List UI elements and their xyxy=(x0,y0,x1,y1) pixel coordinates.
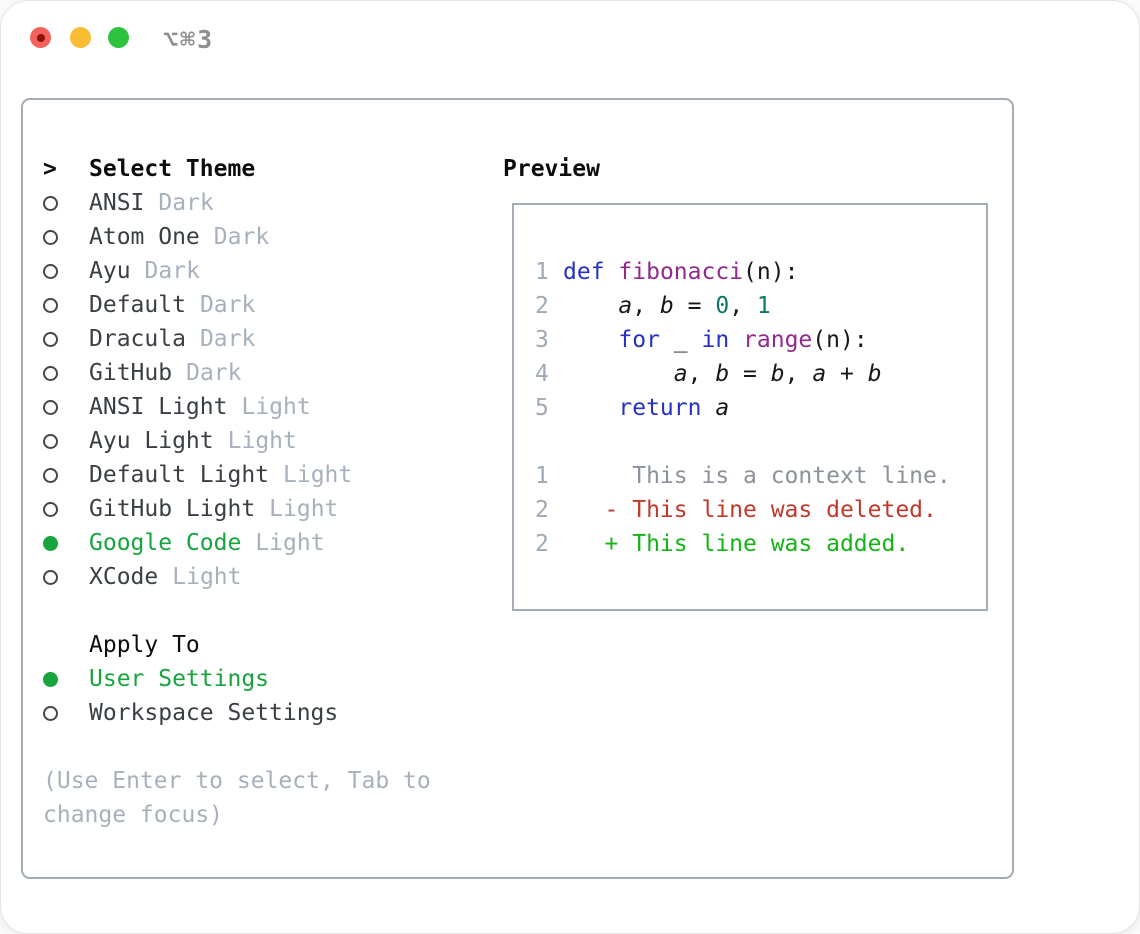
code-line: 2 - This line was deleted. xyxy=(535,497,937,523)
theme-option-ayu-dark[interactable]: Ayu Dark xyxy=(43,254,493,288)
theme-option-xcode[interactable]: XCode Light xyxy=(43,560,493,594)
line-number: 2 xyxy=(535,531,549,557)
radio-circle-icon xyxy=(43,263,58,279)
code-line: 1 This is a context line. xyxy=(535,463,951,489)
theme-option-github-light[interactable]: GitHub Light Light xyxy=(43,492,493,526)
radio-circle-icon xyxy=(43,297,58,313)
radio-circle-icon xyxy=(43,229,58,245)
apply-to-title: Apply To xyxy=(89,632,200,658)
minimize-button[interactable] xyxy=(70,27,91,48)
spacer xyxy=(43,594,493,628)
theme-option-ansi-dark[interactable]: ANSI Dark xyxy=(43,186,493,220)
line-number: 5 xyxy=(535,395,549,421)
code-line: 2 + This line was added. xyxy=(535,531,910,557)
zoom-button[interactable] xyxy=(108,27,129,48)
radio-circle-icon xyxy=(43,195,58,211)
theme-option-atom-one-dark[interactable]: Atom One Dark xyxy=(43,220,493,254)
line-number: 1 xyxy=(535,463,549,489)
preview-title: Preview xyxy=(503,156,600,182)
radio-circle-icon xyxy=(43,569,58,585)
theme-option-dracula-dark[interactable]: Dracula Dark xyxy=(43,322,493,356)
theme-option-default-dark[interactable]: Default Dark xyxy=(43,288,493,322)
line-number: 2 xyxy=(535,293,549,319)
code-line: 2 a, b = 0, 1 xyxy=(535,293,771,319)
select-theme-title: Select Theme xyxy=(89,156,256,182)
code-line: 3 for _ in range(n): xyxy=(535,327,868,353)
theme-option-ayu-light[interactable]: Ayu Light Light xyxy=(43,424,493,458)
line-number: 3 xyxy=(535,327,549,353)
close-button[interactable] xyxy=(30,27,51,48)
help-text-line-1: (Use Enter to select, Tab to xyxy=(43,768,431,794)
code-line xyxy=(535,425,986,459)
radio-circle-icon xyxy=(43,705,58,721)
radio-circle-icon xyxy=(43,501,58,517)
apply-option-workspace-settings[interactable]: Workspace Settings xyxy=(43,696,493,730)
titlebar: ⌥⌘3 xyxy=(1,1,1139,76)
radio-circle-icon xyxy=(43,535,58,551)
theme-option-github-dark[interactable]: GitHub Dark xyxy=(43,356,493,390)
select-theme-header: > Select Theme xyxy=(43,152,493,186)
radio-circle-icon xyxy=(43,399,58,415)
radio-circle-icon xyxy=(43,671,58,687)
radio-circle-icon xyxy=(43,467,58,483)
line-number: 2 xyxy=(535,497,549,523)
keyboard-shortcut-label: ⌥⌘3 xyxy=(163,25,215,54)
radio-circle-icon xyxy=(43,365,58,381)
help-text-line-2: change focus) xyxy=(43,802,224,828)
apply-option-user-settings[interactable]: User Settings xyxy=(43,662,493,696)
line-number: 4 xyxy=(535,361,549,387)
radio-circle-icon xyxy=(43,331,58,347)
cursor-icon: > xyxy=(43,156,57,182)
line-number: 1 xyxy=(535,259,549,285)
code-line: 5 return a xyxy=(535,395,730,421)
radio-circle-icon xyxy=(43,433,58,449)
code-line: 4 a, b = b, a + b xyxy=(535,361,882,387)
theme-list: > Select Theme ANSI Dark Atom One Dark A… xyxy=(43,152,493,832)
theme-option-ansi-light[interactable]: ANSI Light Light xyxy=(43,390,493,424)
theme-selector-panel: > Select Theme ANSI Dark Atom One Dark A… xyxy=(21,98,1014,879)
spacer xyxy=(43,730,493,764)
theme-option-google-code[interactable]: Google Code Light xyxy=(43,526,493,560)
theme-option-default-light[interactable]: Default Light Light xyxy=(43,458,493,492)
apply-to-header: Apply To xyxy=(43,628,493,662)
